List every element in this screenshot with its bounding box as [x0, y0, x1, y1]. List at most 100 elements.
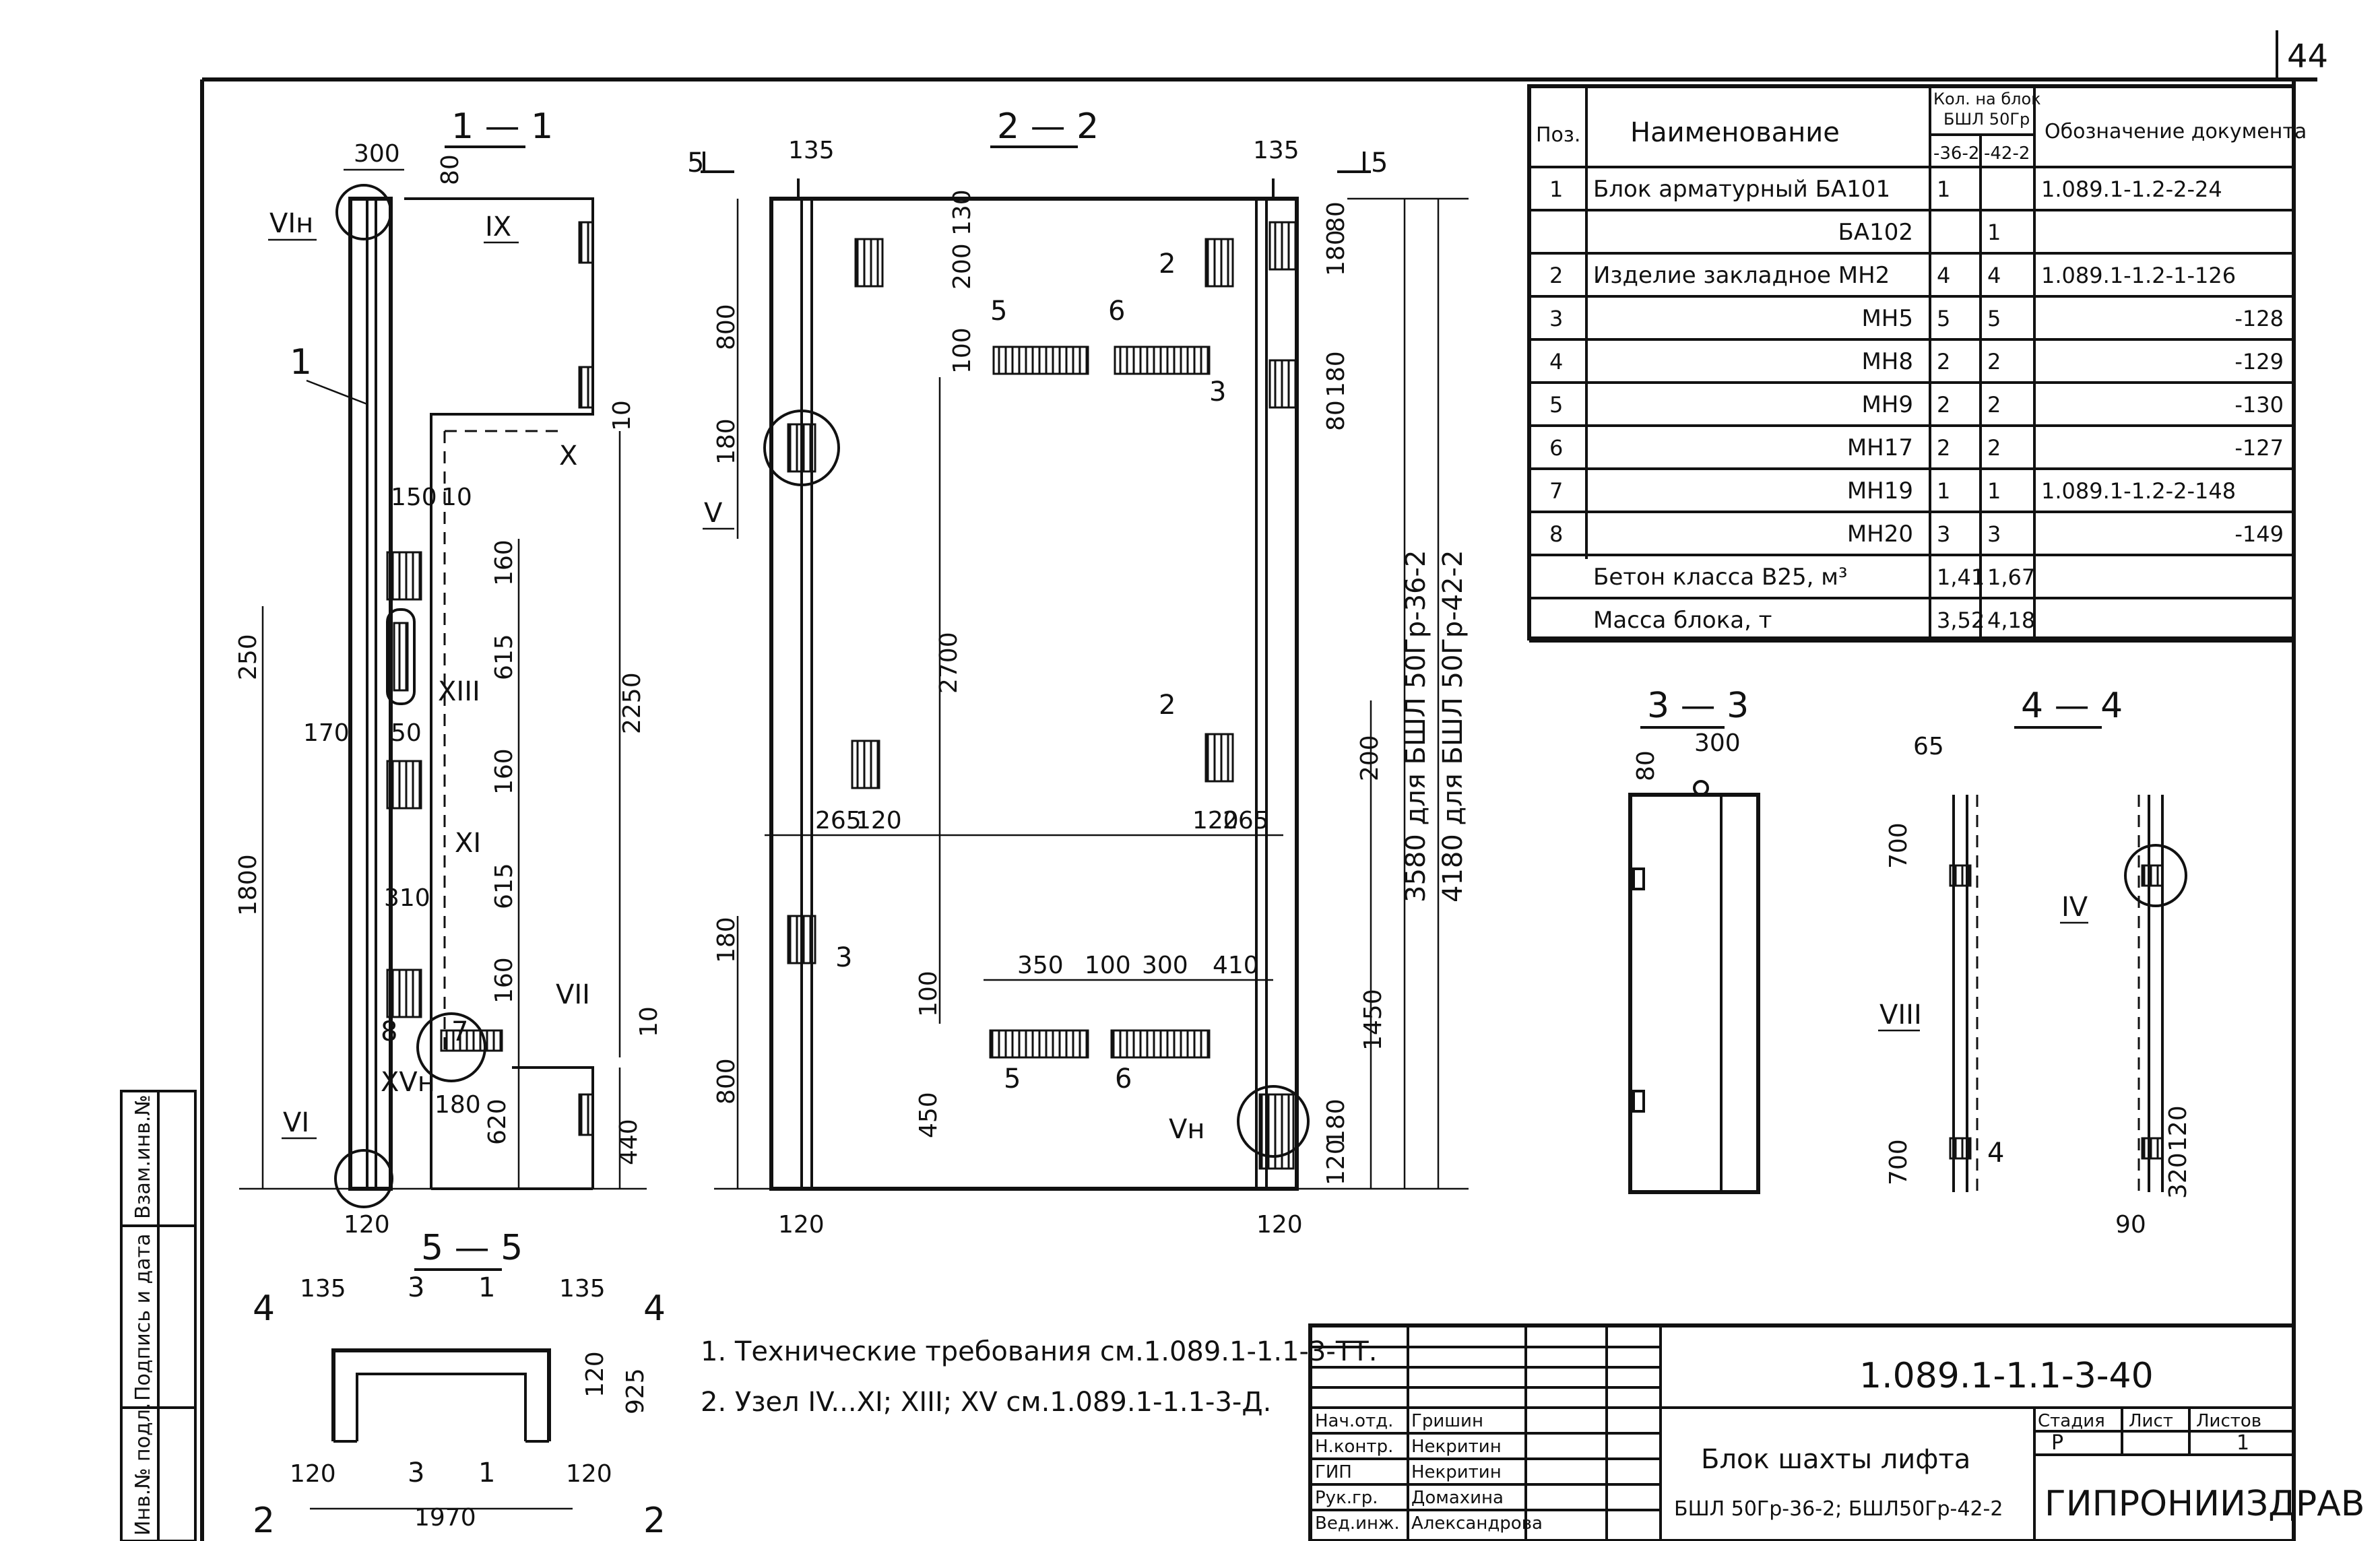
- signer-role: Нач.отд.: [1315, 1411, 1393, 1431]
- s1-pos-7: 7: [451, 1016, 468, 1047]
- section-2-2: 2 — 2 5 5 135 135 130 200: [687, 106, 1469, 1239]
- spec-cell-name: МН8: [1861, 348, 1913, 375]
- node-XI: XI: [455, 828, 481, 859]
- s2-dim-100c: 100: [915, 971, 942, 1017]
- s2-dim-180b: 180: [1322, 230, 1350, 276]
- s2-pos-6a: 6: [1108, 296, 1125, 327]
- spec-cell-q36: 2: [1937, 392, 1950, 418]
- spec-cell-q36: 5: [1937, 306, 1950, 331]
- spec-cell-q36: 1: [1937, 478, 1950, 504]
- spec-cell-pos: 1: [1549, 176, 1563, 202]
- node-IV: IV: [2061, 892, 2088, 923]
- s3-dim-80: 80: [1632, 750, 1660, 781]
- title-block: 1.089.1-1.1-3-40 Блок шахты лифта БШЛ 50…: [1308, 1323, 2365, 1541]
- s1-dim-620: 620: [484, 1099, 511, 1145]
- s1-pos-1: 1: [290, 342, 312, 383]
- th-col36: -36-2: [1933, 143, 1979, 164]
- stamp-inv-original: Инв.№ подл.: [131, 1403, 155, 1536]
- spec-table: Поз. Наименование Кол. на блок БШЛ 50Гр …: [1527, 84, 2307, 643]
- s2-dim-300: 300: [1142, 952, 1188, 979]
- signer-name: Некритин: [1411, 1462, 1502, 1482]
- s2-dim-180d: 180: [713, 917, 740, 963]
- spec-cell-q42: 4,18: [1987, 608, 2035, 633]
- spec-cell-doc: -128: [2234, 306, 2284, 331]
- s1-dim-10a: 10: [441, 484, 472, 511]
- page-number: 44: [2287, 38, 2328, 75]
- s1-dim-160a: 160: [490, 539, 518, 586]
- spec-cell-q42: 2: [1987, 435, 2001, 461]
- s1-dim-615b: 615: [490, 863, 518, 909]
- s2-dim-180a: 180: [713, 418, 740, 465]
- section-3-3-title: 3 — 3: [1647, 686, 1749, 726]
- s1-dim-80: 80: [437, 154, 464, 185]
- s4-dim-90: 90: [2115, 1211, 2146, 1239]
- s1-dim-160b: 160: [490, 748, 518, 795]
- spec-cell-q36: 2: [1937, 349, 1950, 374]
- spec-cell-pos: 2: [1549, 263, 1563, 288]
- section-5-5-title: 5 — 5: [421, 1228, 523, 1268]
- spec-cell-q42: 1: [1987, 478, 2001, 504]
- node-XIII: XIII: [438, 676, 480, 707]
- s2-dim-180e: 180: [1322, 1099, 1350, 1145]
- s1-dim-440: 440: [615, 1119, 643, 1165]
- s2-dim-200a: 200: [948, 243, 976, 290]
- drawing-title: Блок шахты лифта: [1701, 1444, 1970, 1475]
- s4-dim-65: 65: [1913, 733, 1944, 760]
- sheet-label: Лист: [2129, 1411, 2173, 1431]
- s1-dim-160c: 160: [490, 957, 518, 1004]
- spec-cell-doc: -127: [2234, 435, 2284, 461]
- spec-cell-q42: 1,67: [1987, 564, 2035, 590]
- s2-dim-1450: 1450: [1359, 989, 1387, 1051]
- s2-dim-120e: 120: [1256, 1211, 1303, 1239]
- s1-dim-300: 300: [354, 140, 400, 168]
- section-5-5: 5 — 5 135 135 120 925 120 120 1970 3 1 3…: [253, 1228, 666, 1541]
- section-2-2-title: 2 — 2: [997, 106, 1099, 147]
- s1-dim-150: 150: [391, 484, 437, 511]
- s2-dim-2700: 2700: [935, 632, 963, 694]
- doc-code: 1.089.1-1.1-3-40: [1859, 1356, 2154, 1396]
- s2-dim-130: 130: [948, 189, 976, 236]
- node-Vn-s2: Vн: [1169, 1114, 1205, 1145]
- s1-dim-310: 310: [384, 884, 430, 912]
- s5-dim-925: 925: [622, 1368, 649, 1414]
- spec-cell-q36: 3: [1937, 521, 1950, 547]
- spec-cell-pos: 5: [1549, 392, 1563, 418]
- s5-dim-120b: 120: [290, 1460, 336, 1488]
- s4-pos-4: 4: [1987, 1138, 2004, 1169]
- s2-dim-265b: 265: [1223, 807, 1269, 834]
- signer-role: Рук.гр.: [1315, 1488, 1378, 1508]
- s2-pos-5b: 5: [1004, 1063, 1021, 1094]
- spec-cell-doc: 1.089.1-1.2-1-126: [2041, 263, 2236, 288]
- th-qty-sub: БШЛ 50Гр: [1943, 110, 2030, 129]
- node-IX: IX: [485, 211, 511, 242]
- s5-mark-2b: 2: [643, 1501, 666, 1541]
- s4-dim-320: 320: [2164, 1152, 2192, 1199]
- note-2: 2. Узел IV...XI; XIII; XV см.1.089.1-1.1…: [701, 1387, 1271, 1418]
- node-VIII: VIII: [1879, 999, 1922, 1030]
- signer-role: Н.контр.: [1315, 1437, 1393, 1457]
- s2-dim-200b: 200: [1356, 735, 1384, 781]
- spec-cell-q36: 2: [1937, 435, 1950, 461]
- stamp-signature-date: Подпись и дата: [131, 1234, 155, 1402]
- stage-value: Р: [2051, 1431, 2063, 1455]
- s1-pos-8: 8: [381, 1016, 397, 1047]
- th-doc: Обозначение документа: [2045, 120, 2307, 143]
- s4-dim-120: 120: [2164, 1105, 2192, 1152]
- spec-cell-q42: 1: [1987, 220, 2001, 245]
- spec-cell-q42: 2: [1987, 349, 2001, 374]
- spec-cell-pos: 8: [1549, 521, 1563, 547]
- s2-pos-6b: 6: [1115, 1063, 1132, 1094]
- s3-dim-300: 300: [1694, 729, 1741, 757]
- s4-dim-700b: 700: [1885, 1139, 1912, 1185]
- cut-mark-5-left: 5: [687, 147, 704, 178]
- th-pos: Поз.: [1536, 123, 1580, 147]
- s1-dim-120: 120: [344, 1211, 390, 1239]
- s2-pos-5a: 5: [990, 296, 1007, 327]
- spec-cell-q36: 4: [1937, 263, 1950, 288]
- s1-dim-180: 180: [435, 1091, 481, 1119]
- s2-dim-120d: 120: [1322, 1139, 1350, 1185]
- node-V: V: [704, 498, 723, 529]
